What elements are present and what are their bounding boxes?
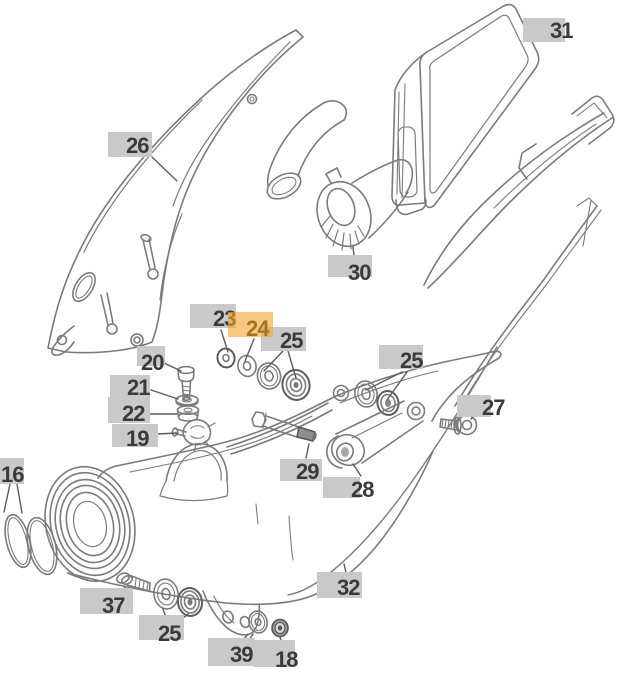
label-highlight-box <box>137 346 165 366</box>
part-number: 37 <box>102 593 126 618</box>
grommet-22 <box>176 404 200 422</box>
clamp-19 <box>171 419 216 453</box>
part-30-intake-boot <box>316 158 414 251</box>
label-highlight-box <box>323 477 360 498</box>
label-highlight-box <box>328 255 372 277</box>
part-number: 25 <box>400 348 424 373</box>
label-highlight-box <box>457 395 491 417</box>
label-highlight-box <box>112 424 158 447</box>
part-28-link-arm <box>326 400 426 469</box>
part-number: 16 <box>1 462 25 487</box>
label-highlight-box <box>108 132 152 157</box>
label-highlight-box <box>280 459 322 481</box>
stay-rod <box>454 197 602 410</box>
washers-25-bottom <box>153 578 204 617</box>
washer-stack-23-24-25 <box>216 347 311 401</box>
part-number: 27 <box>482 395 506 420</box>
part-26-side-panel <box>47 29 304 356</box>
label-highlight-box-selected <box>228 312 273 337</box>
label-highlight-box <box>208 638 255 666</box>
label-highlight-box <box>80 588 133 614</box>
washer-39 <box>248 610 268 634</box>
label-highlight-box <box>0 458 24 484</box>
nut-18 <box>271 618 289 638</box>
label-highlight-box <box>108 397 150 423</box>
label-highlight-box <box>110 375 150 399</box>
part-number: 30 <box>348 260 372 285</box>
part-number: 31 <box>550 18 574 43</box>
rear-side-panel <box>423 95 615 289</box>
part-number: 20 <box>141 350 165 375</box>
part-number: 24 <box>246 316 270 341</box>
washers-25-right <box>354 380 400 416</box>
part-number: 25 <box>158 621 182 646</box>
label-highlight-box <box>379 345 423 369</box>
part-number: 29 <box>296 459 320 484</box>
part-16-orings <box>4 513 58 576</box>
part-number: 22 <box>122 401 146 426</box>
label-highlight-box <box>523 18 565 42</box>
part-number: 18 <box>275 647 299 672</box>
bolt-37 <box>116 572 151 592</box>
label-highlight-box <box>317 572 362 598</box>
part-number: 26 <box>126 133 150 158</box>
part-number: 21 <box>127 375 151 400</box>
part-31-filter-panel <box>391 3 540 216</box>
pin-29 <box>251 411 317 442</box>
part-30-intake-hose <box>266 100 348 200</box>
label-highlight-box <box>139 615 184 640</box>
part-number: 39 <box>230 642 254 667</box>
part-number: 32 <box>337 575 361 600</box>
label-highlight-box <box>253 640 295 667</box>
part-number: 25 <box>280 328 304 353</box>
part-number: 19 <box>126 426 150 451</box>
part-number: 28 <box>351 477 375 502</box>
